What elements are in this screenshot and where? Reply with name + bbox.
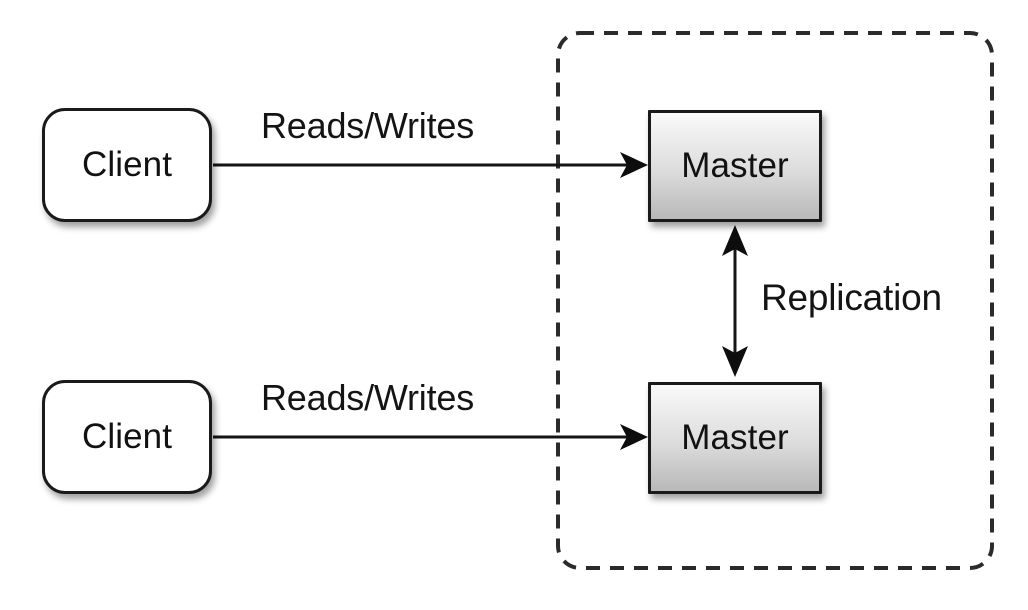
node-master-top-label: Master (681, 146, 789, 185)
node-client-bottom-label: Client (81, 417, 173, 456)
node-client-bottom[interactable]: Client (42, 380, 212, 494)
arrowhead-down (722, 346, 748, 377)
node-client-top-label: Client (81, 145, 173, 184)
arrowhead-right (620, 424, 648, 450)
edge-label-reads-writes-bottom: Reads/Writes (261, 377, 475, 418)
node-master-bottom[interactable]: Master (648, 382, 822, 494)
node-client-top[interactable]: Client (42, 108, 212, 222)
node-master-bottom-label: Master (681, 418, 789, 457)
arrowhead-up (722, 225, 748, 256)
edge-label-replication: Replication (761, 277, 942, 318)
edge-client-bottom-to-master-bottom (213, 424, 648, 450)
node-master-top[interactable]: Master (648, 110, 822, 222)
edge-client-top-to-master-top (213, 152, 648, 178)
edge-master-to-master (722, 225, 748, 377)
edge-label-reads-writes-top: Reads/Writes (261, 105, 475, 146)
arrowhead-right (620, 152, 648, 178)
